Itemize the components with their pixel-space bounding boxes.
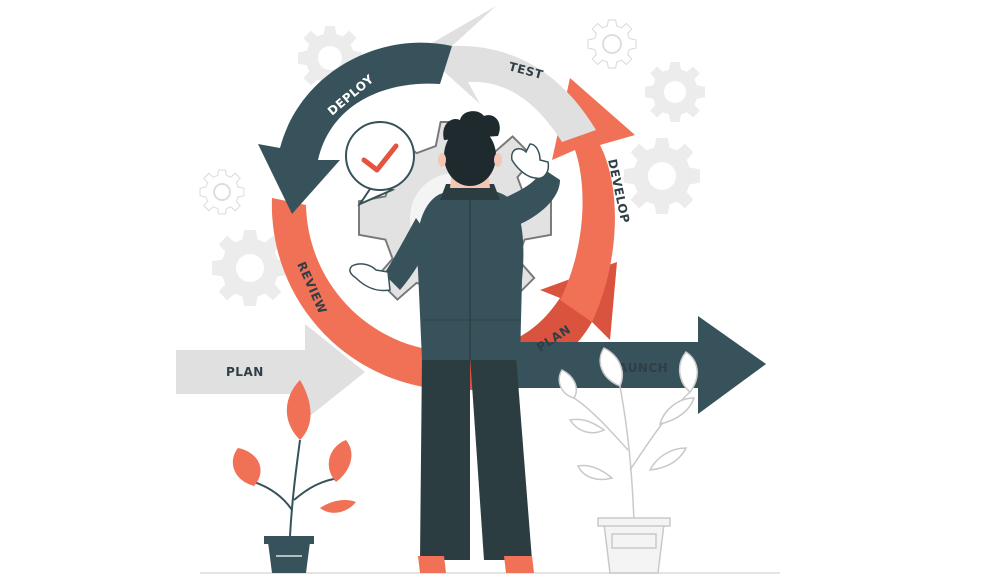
gear-icon (199, 169, 245, 215)
plan-left-arrow (176, 324, 365, 420)
gear-icon (587, 19, 637, 69)
launch-arrow (515, 316, 766, 414)
deploy-arrow (258, 42, 452, 215)
gear-icon (645, 62, 705, 122)
checkmark-bubble (345, 121, 415, 207)
plant-icon (558, 347, 698, 574)
gear-icon (298, 26, 362, 90)
develop-arrow (552, 78, 635, 322)
gear-icon (212, 230, 288, 306)
test-arrow (420, 6, 596, 142)
person-icon (349, 111, 560, 573)
gear-icon (624, 138, 700, 214)
launch-label: LAUNCH (610, 361, 668, 375)
plan-left-label: PLAN (226, 365, 264, 379)
plant-icon (232, 380, 356, 573)
